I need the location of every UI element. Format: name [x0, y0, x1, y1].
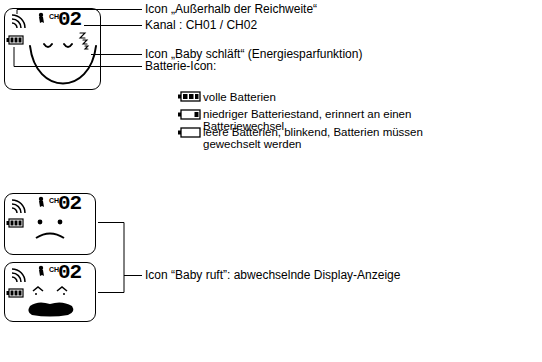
signal-icon: [12, 204, 21, 213]
battery-icon: [9, 219, 23, 227]
battery-legend-icon: [183, 94, 188, 99]
sleeping-face: [64, 44, 72, 47]
annotation-label: Icon „Außerhalb der Reichweite“: [145, 3, 535, 16]
leader-line: [91, 54, 142, 55]
battery-icon: [19, 221, 22, 226]
calling-face: [38, 220, 43, 225]
battery-legend-icon: [195, 94, 199, 99]
battery-legend-icon: [181, 92, 200, 101]
calling-face: [33, 287, 67, 291]
signal-icon: [12, 19, 21, 28]
battery-icon: [11, 291, 14, 296]
calling-face: [58, 220, 63, 225]
calling-face: [35, 293, 37, 295]
baby-icon: [39, 201, 44, 207]
battery-icon: [11, 221, 14, 226]
battery-legend-icon: [178, 95, 181, 99]
annotation-label: Icon “Baby ruft”: abwechselnde Display-A…: [145, 269, 417, 282]
calling-face: [28, 302, 73, 316]
battery-legend-icon: [181, 110, 200, 119]
annotation-label: Batterie-Icon:: [145, 60, 535, 73]
channel-number: 02: [58, 262, 81, 284]
sleeping-face: [83, 40, 87, 44]
calling-face: [36, 234, 64, 239]
battery-icon: [7, 36, 24, 297]
signal-icon: [12, 273, 21, 282]
channel-prefix: CH: [49, 13, 59, 21]
lcd-display: CH02: [4, 193, 96, 255]
sleeping-face: [30, 46, 96, 84]
signal-icon: [12, 269, 25, 282]
battery-icon: [19, 38, 22, 43]
calling-face: [63, 293, 65, 295]
lcd-display: CH02: [4, 8, 101, 90]
baby-icon: [39, 197, 43, 201]
baby-icon: [39, 270, 44, 276]
battery-icon: [19, 291, 22, 296]
channel-number: 02: [58, 193, 81, 215]
signal-icon: [12, 15, 25, 28]
annotation-label: Kanal : CH01 / CH02: [145, 19, 535, 32]
leader-line: [14, 10, 142, 293]
channel-prefix: CH: [49, 266, 59, 274]
sleeping-face: [85, 46, 88, 49]
sleeping-face: [80, 33, 85, 38]
battery-icon: [9, 36, 23, 44]
leader-line: [14, 47, 142, 67]
battery-legend-text: leere Batterien, blinkend, Batterien müs…: [203, 126, 465, 150]
battery-icon: [15, 291, 18, 296]
leader-line: [84, 25, 142, 26]
baby-icon: [39, 17, 44, 23]
baby-icon: [39, 13, 43, 17]
battery-legend-icon: [178, 92, 200, 137]
battery-icon: [11, 38, 14, 43]
battery-legend-icon: [195, 112, 199, 117]
signal-icon: [12, 23, 17, 28]
battery-legend-icon: [178, 113, 181, 117]
channel-prefix: CH: [49, 197, 59, 205]
signal-icon: [12, 208, 17, 213]
signal-icon: [12, 277, 17, 282]
battery-icon: [7, 221, 10, 225]
lcd-display: CH02: [4, 262, 96, 322]
signal-icon: [12, 200, 25, 213]
battery-icon: [7, 38, 10, 42]
leader-line: [98, 223, 124, 293]
battery-icon: [7, 291, 10, 295]
battery-icon: [15, 221, 18, 226]
battery-icon: [15, 38, 18, 43]
sleeping-face: [30, 33, 96, 84]
battery-legend-icon: [181, 128, 200, 137]
baby-icon: [39, 266, 43, 270]
leader-line: [124, 275, 142, 276]
sleeping-face: [44, 44, 52, 47]
battery-legend-text: volle Batterien: [203, 91, 465, 103]
channel-number: 02: [58, 9, 81, 31]
battery-legend-icon: [189, 94, 194, 99]
battery-icon: [9, 289, 23, 297]
battery-legend-icon: [178, 131, 181, 135]
